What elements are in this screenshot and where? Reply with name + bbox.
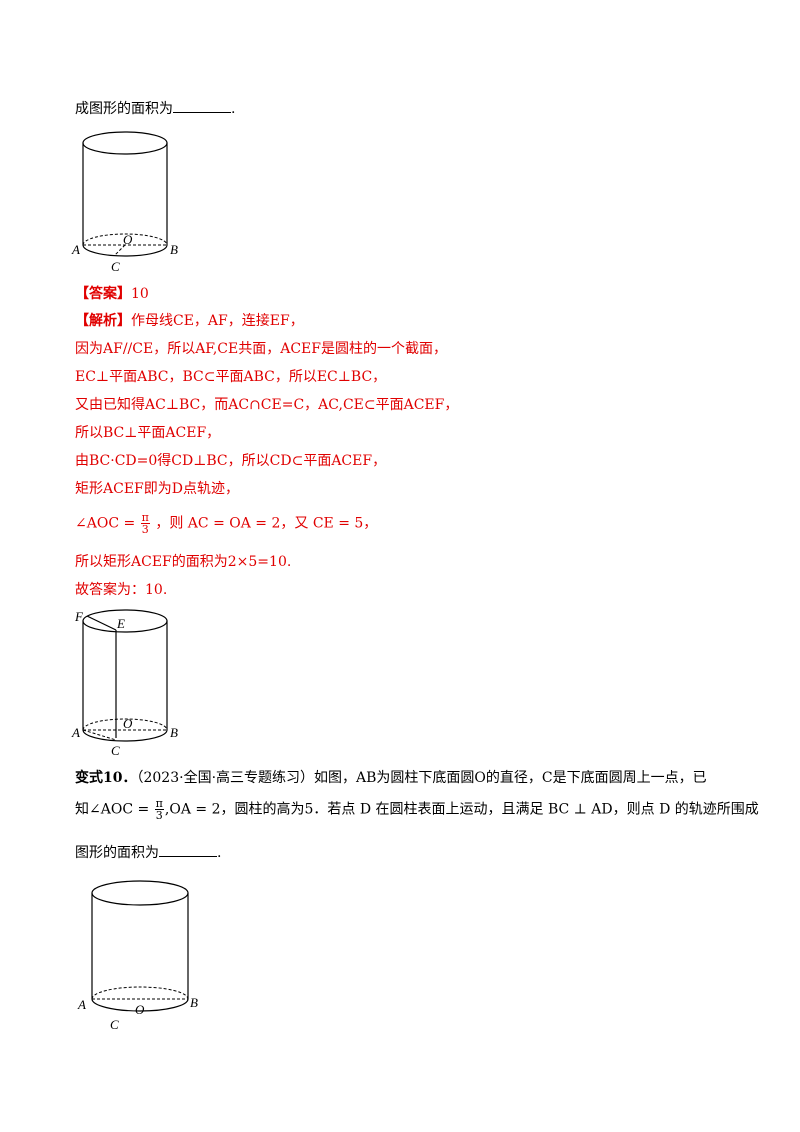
label-a: A (71, 725, 80, 740)
answer-tag: 【答案】 (75, 286, 131, 302)
analysis-area-line: 所以矩形ACEF的面积为2×5=10. (75, 554, 292, 570)
analysis-final-line: 故答案为：10. (75, 582, 168, 598)
label-b: B (170, 242, 178, 257)
variant-title: 变式10． (75, 770, 137, 786)
cylinder-figure-3: A B O C (77, 880, 198, 1032)
label-o: O (135, 1002, 145, 1017)
analysis-line-4: 又由已知得AC⊥BC，而AC∩CE=C，AC,CE⊂平面ACEF， (75, 397, 459, 413)
analysis-line-1: 【解析】作母线CE，AF，连接EF， (75, 313, 304, 329)
cylinder-figure-2: F E O A B C (71, 609, 178, 758)
analysis-line-7: 矩形ACEF即为D点轨迹， (75, 481, 239, 497)
answer-blank (159, 842, 217, 857)
answer-line: 【答案】10 (75, 284, 149, 304)
analysis-line-2: 因为AF//CE，所以AF,CE共面，ACEF是圆柱的一个截面， (75, 341, 447, 357)
label-c: C (111, 743, 120, 758)
answer-blank (173, 98, 231, 113)
label-c: C (111, 259, 120, 274)
label-o: O (123, 232, 133, 247)
label-b: B (190, 995, 198, 1010)
analysis-line-3: EC⊥平面ABC，BC⊂平面ABC，所以EC⊥BC， (75, 369, 387, 385)
variant-line-3: 图形的面积为. (75, 842, 221, 863)
label-b: B (170, 725, 178, 740)
analysis-line-5: 所以BC⊥平面ACEF， (75, 425, 221, 441)
answer-value: 10 (131, 286, 149, 302)
analysis-tag: 【解析】 (75, 313, 131, 329)
label-c: C (110, 1017, 119, 1032)
cylinder-figure-1: A B O C (71, 131, 178, 274)
label-e: E (116, 616, 125, 631)
variant-line-1: 变式10．（2023·全国·高三专题练习）如图，AB为圆柱下底面圆O的直径，C是… (75, 770, 707, 786)
label-a: A (71, 242, 80, 257)
label-f: F (74, 609, 84, 624)
analysis-line-6: 由BC·CD=0得CD⊥BC，所以CD⊂平面ACEF， (75, 453, 387, 469)
question-tail: 成图形的面积为. (75, 98, 235, 119)
label-a: A (77, 997, 86, 1012)
label-o: O (123, 716, 133, 731)
question-text: 成图形的面积为 (75, 101, 173, 117)
